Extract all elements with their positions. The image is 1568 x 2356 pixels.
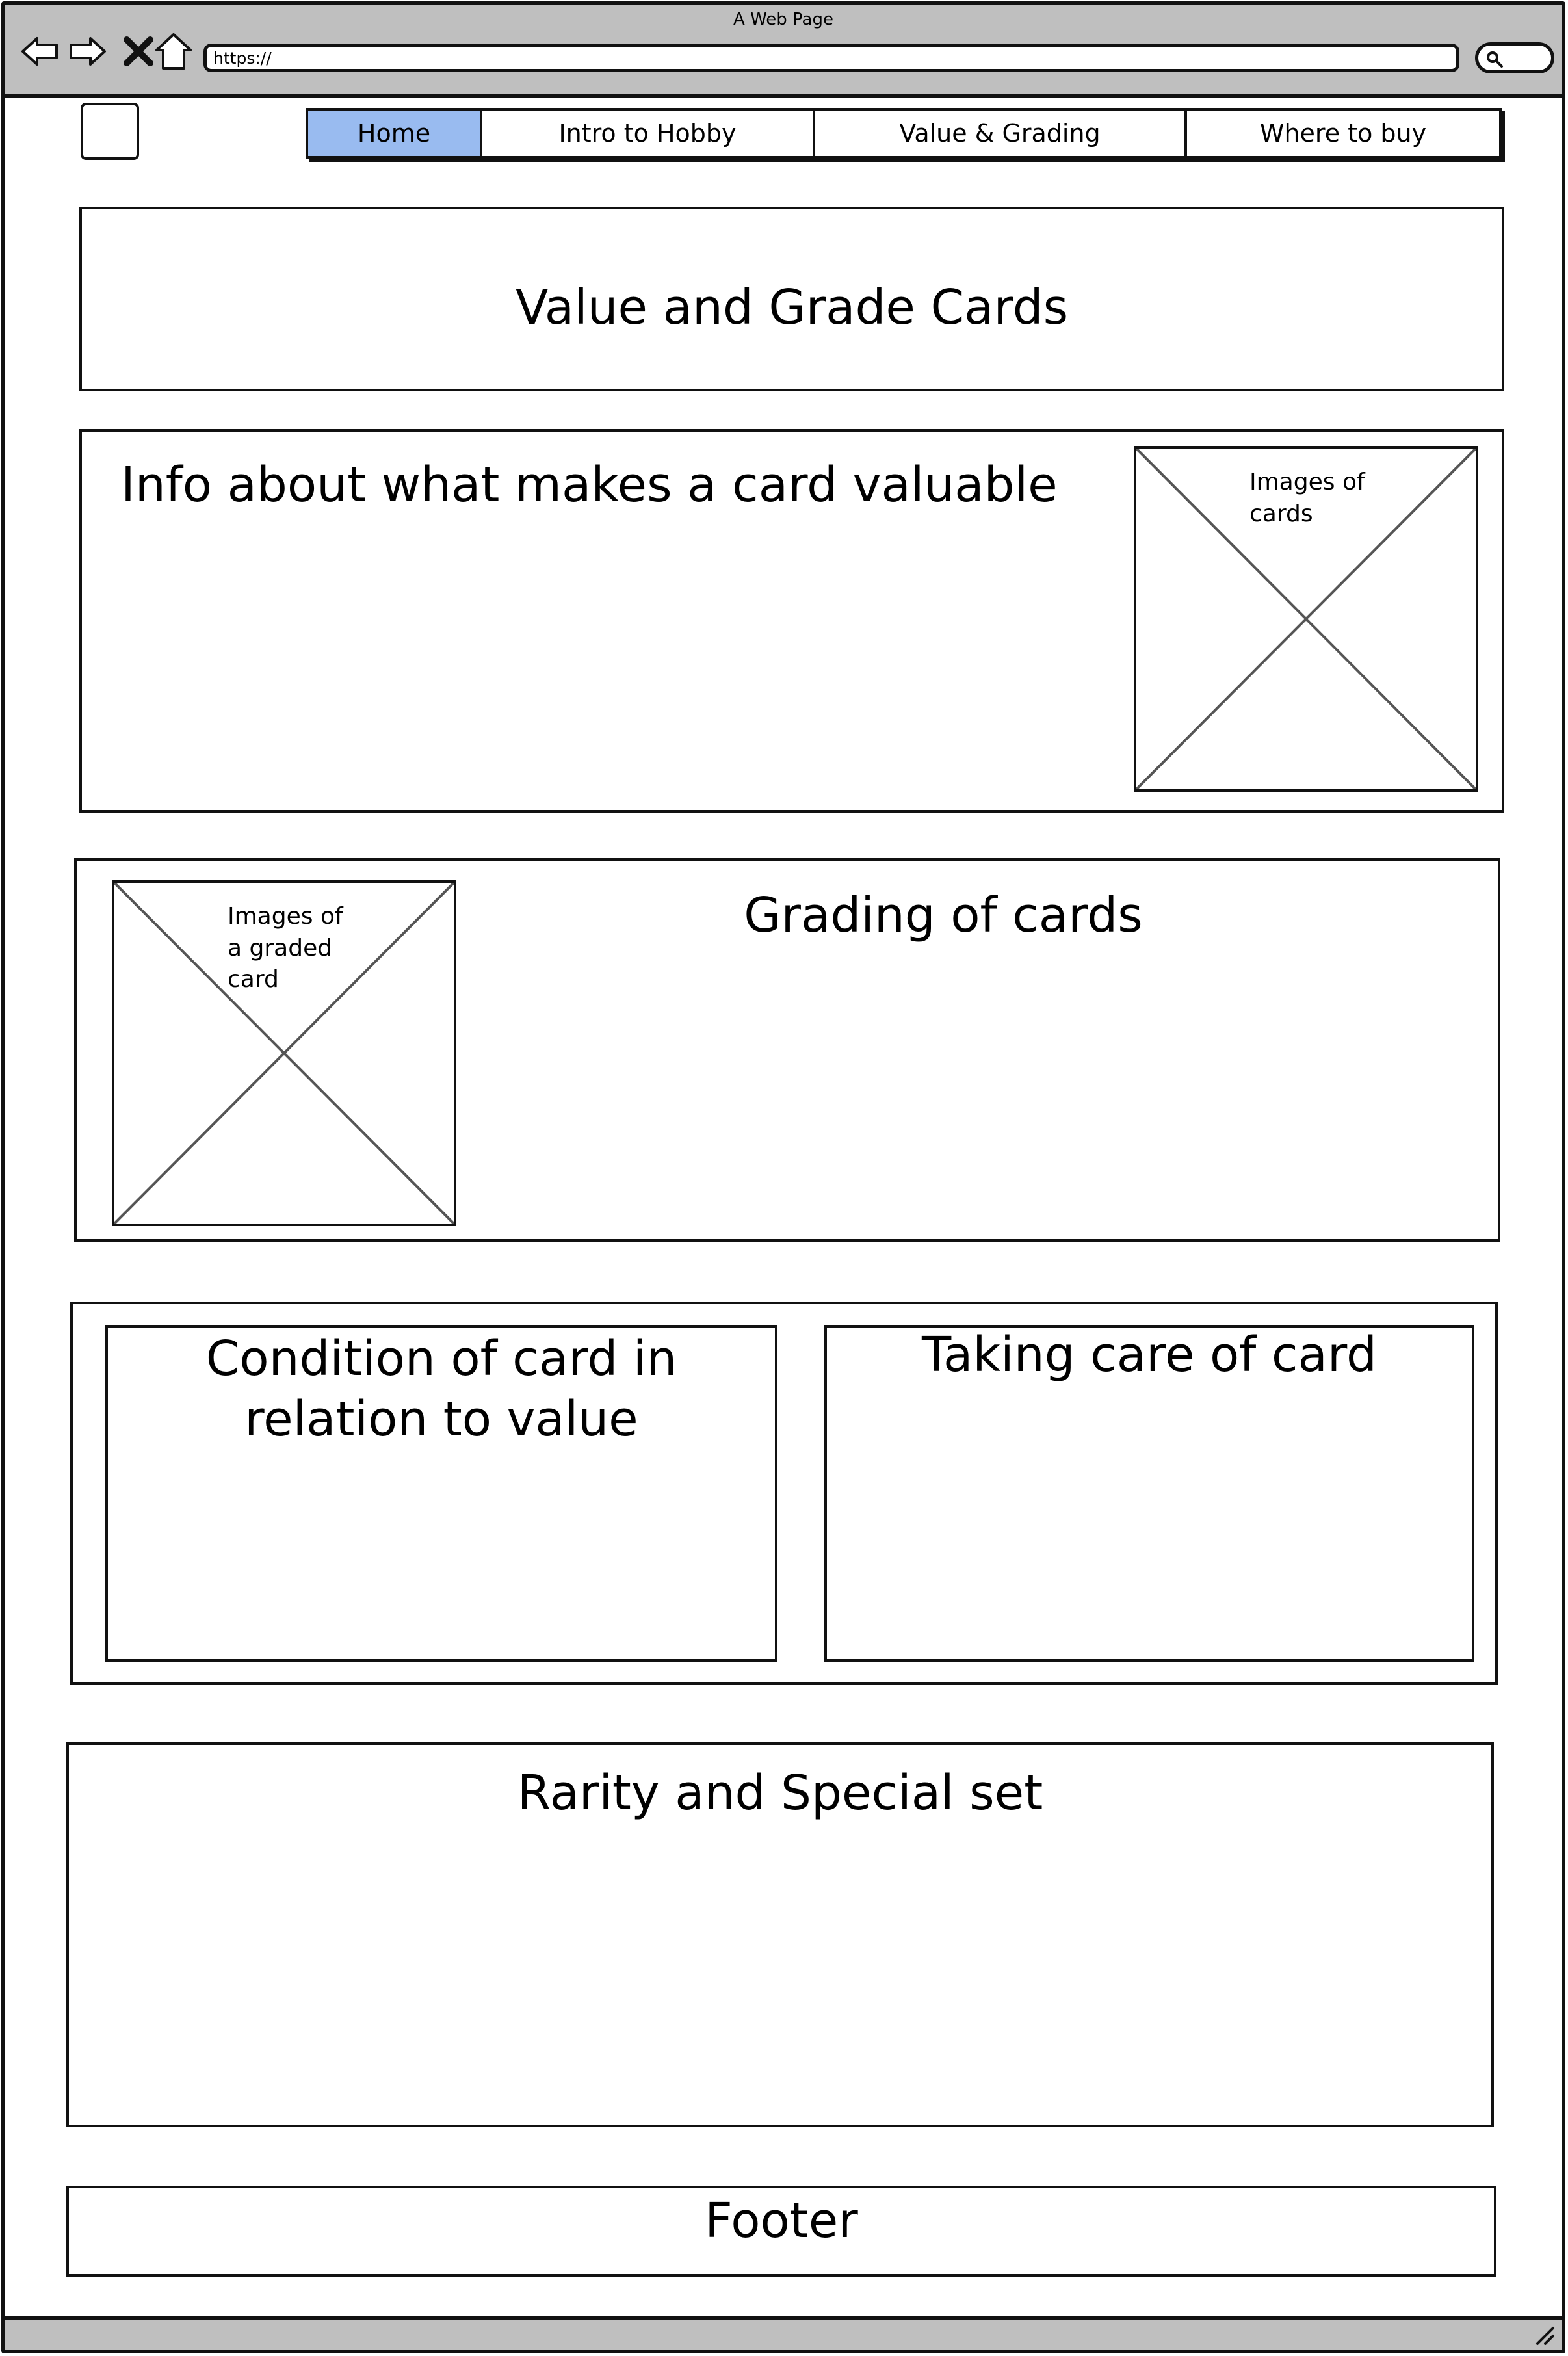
tab-intro-to-hobby[interactable]: Intro to Hobby bbox=[482, 111, 815, 156]
close-icon[interactable] bbox=[118, 31, 159, 72]
browser-titlebar: A Web Page https:// bbox=[5, 5, 1562, 98]
value-info-section: Info about what makes a card valuable Im… bbox=[79, 429, 1504, 813]
resize-grip-icon[interactable] bbox=[1534, 2324, 1556, 2346]
graded-card-image-label: Images of a graded card bbox=[228, 903, 343, 993]
tab-value-and-grading[interactable]: Value & Grading bbox=[815, 111, 1187, 156]
condition-heading: Condition of card in relation to value bbox=[205, 1331, 677, 1447]
back-arrow-icon[interactable] bbox=[19, 31, 60, 72]
rarity-heading: Rarity and Special set bbox=[517, 1765, 1043, 1821]
cards-image-label: Images of cards bbox=[1249, 469, 1365, 527]
care-box: Taking care of card bbox=[824, 1325, 1474, 1662]
forward-arrow-icon[interactable] bbox=[67, 31, 109, 72]
tab-where-to-buy[interactable]: Where to buy bbox=[1259, 119, 1427, 148]
logo-placeholder[interactable] bbox=[81, 103, 139, 160]
grading-heading: Grading of cards bbox=[744, 887, 1143, 943]
url-input[interactable]: https:// bbox=[203, 44, 1459, 72]
image-placeholder-icon bbox=[114, 883, 454, 1224]
footer: Footer bbox=[66, 2186, 1496, 2277]
main-nav: Home Intro to Hobby Value & Grading Wher… bbox=[306, 108, 1502, 159]
page-title: Value and Grade Cards bbox=[515, 280, 1069, 335]
rarity-section: Rarity and Special set bbox=[66, 1742, 1494, 2127]
cards-image-placeholder: Images of cards bbox=[1134, 446, 1478, 792]
care-heading: Taking care of card bbox=[922, 1327, 1377, 1383]
grading-section: Images of a graded card Grading of cards bbox=[74, 858, 1500, 1242]
footer-label: Footer bbox=[705, 2193, 858, 2249]
image-placeholder-icon bbox=[1136, 449, 1476, 789]
hero-banner: Value and Grade Cards bbox=[79, 207, 1504, 391]
condition-care-section: Condition of card in relation to value T… bbox=[70, 1302, 1498, 1685]
search-button[interactable] bbox=[1475, 42, 1554, 73]
search-icon bbox=[1487, 51, 1503, 68]
tab-home[interactable]: Home bbox=[308, 111, 482, 156]
value-info-heading: Info about what makes a card valuable bbox=[121, 457, 1058, 513]
graded-card-image-placeholder: Images of a graded card bbox=[112, 880, 456, 1226]
browser-statusbar bbox=[5, 2316, 1562, 2350]
window-title: A Web Page bbox=[733, 10, 833, 29]
condition-box: Condition of card in relation to value bbox=[105, 1325, 777, 1662]
home-icon[interactable] bbox=[153, 31, 194, 72]
